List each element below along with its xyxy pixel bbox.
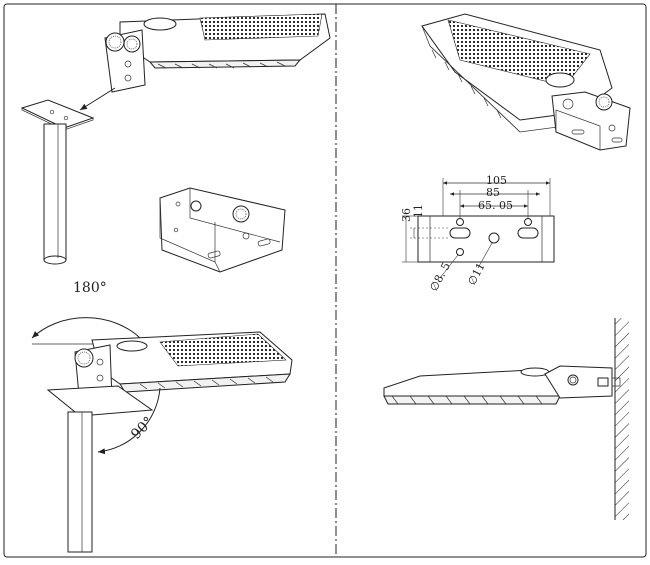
dim-slot-height: 11: [412, 204, 425, 218]
leader-center-hole: [477, 242, 493, 269]
wall-hatching: [615, 318, 629, 520]
fixture-rear-view: [421, 13, 613, 133]
dim-center-hole-diameter: ∅11: [465, 260, 488, 287]
bracket-top-left: [104, 29, 146, 93]
dim-hole-spacing-inner: 65. 05: [478, 199, 513, 212]
hole-top-right: [524, 218, 532, 226]
pole-upper: [43, 123, 67, 265]
panel-bracket-dimensions: 105 85 65. 05 36 11 ∅8. 5 ∅11: [400, 174, 555, 293]
bracket-plate-outline: [417, 215, 555, 263]
wall-bracket: [544, 365, 621, 399]
slot-left: [449, 227, 471, 239]
fixture-side-view: [383, 367, 561, 405]
rotation-label: 180°: [73, 280, 107, 296]
bracket-detail: [159, 187, 286, 273]
panel-fixture-rear: [421, 13, 631, 151]
fixture-top-left: [119, 13, 331, 69]
hole-bottom-left: [456, 248, 464, 256]
hole-center: [488, 232, 500, 244]
pole-lower: [67, 411, 93, 553]
hole-top-left: [456, 218, 464, 226]
bracket-rear-view: [551, 91, 631, 151]
dim-width-overall: 105: [486, 174, 507, 187]
pole-plate-lower: [46, 385, 154, 417]
panel-wall-mount: [383, 318, 629, 520]
rotation-arc: [31, 317, 141, 339]
dim-small-hole-diameter: ∅8. 5: [427, 260, 453, 293]
dimension-lines-vertical: [402, 215, 450, 263]
arrow-to-pole: [79, 87, 116, 111]
slot-right: [517, 227, 539, 239]
dimension-lines-horizontal: [442, 178, 551, 218]
dim-hole-spacing-outer: 85: [486, 186, 500, 199]
pole-top-plate: [20, 99, 95, 131]
sheet-border: [3, 3, 647, 558]
dim-height-overall: 36: [400, 208, 413, 222]
fixture-adjustable: [91, 331, 293, 393]
leader-small-hole: [439, 254, 459, 279]
tilt-arc: [97, 387, 161, 455]
panel-pole-mount-exploded: [20, 13, 331, 273]
panel-angle-adjustment: 180° 90°: [31, 280, 293, 553]
